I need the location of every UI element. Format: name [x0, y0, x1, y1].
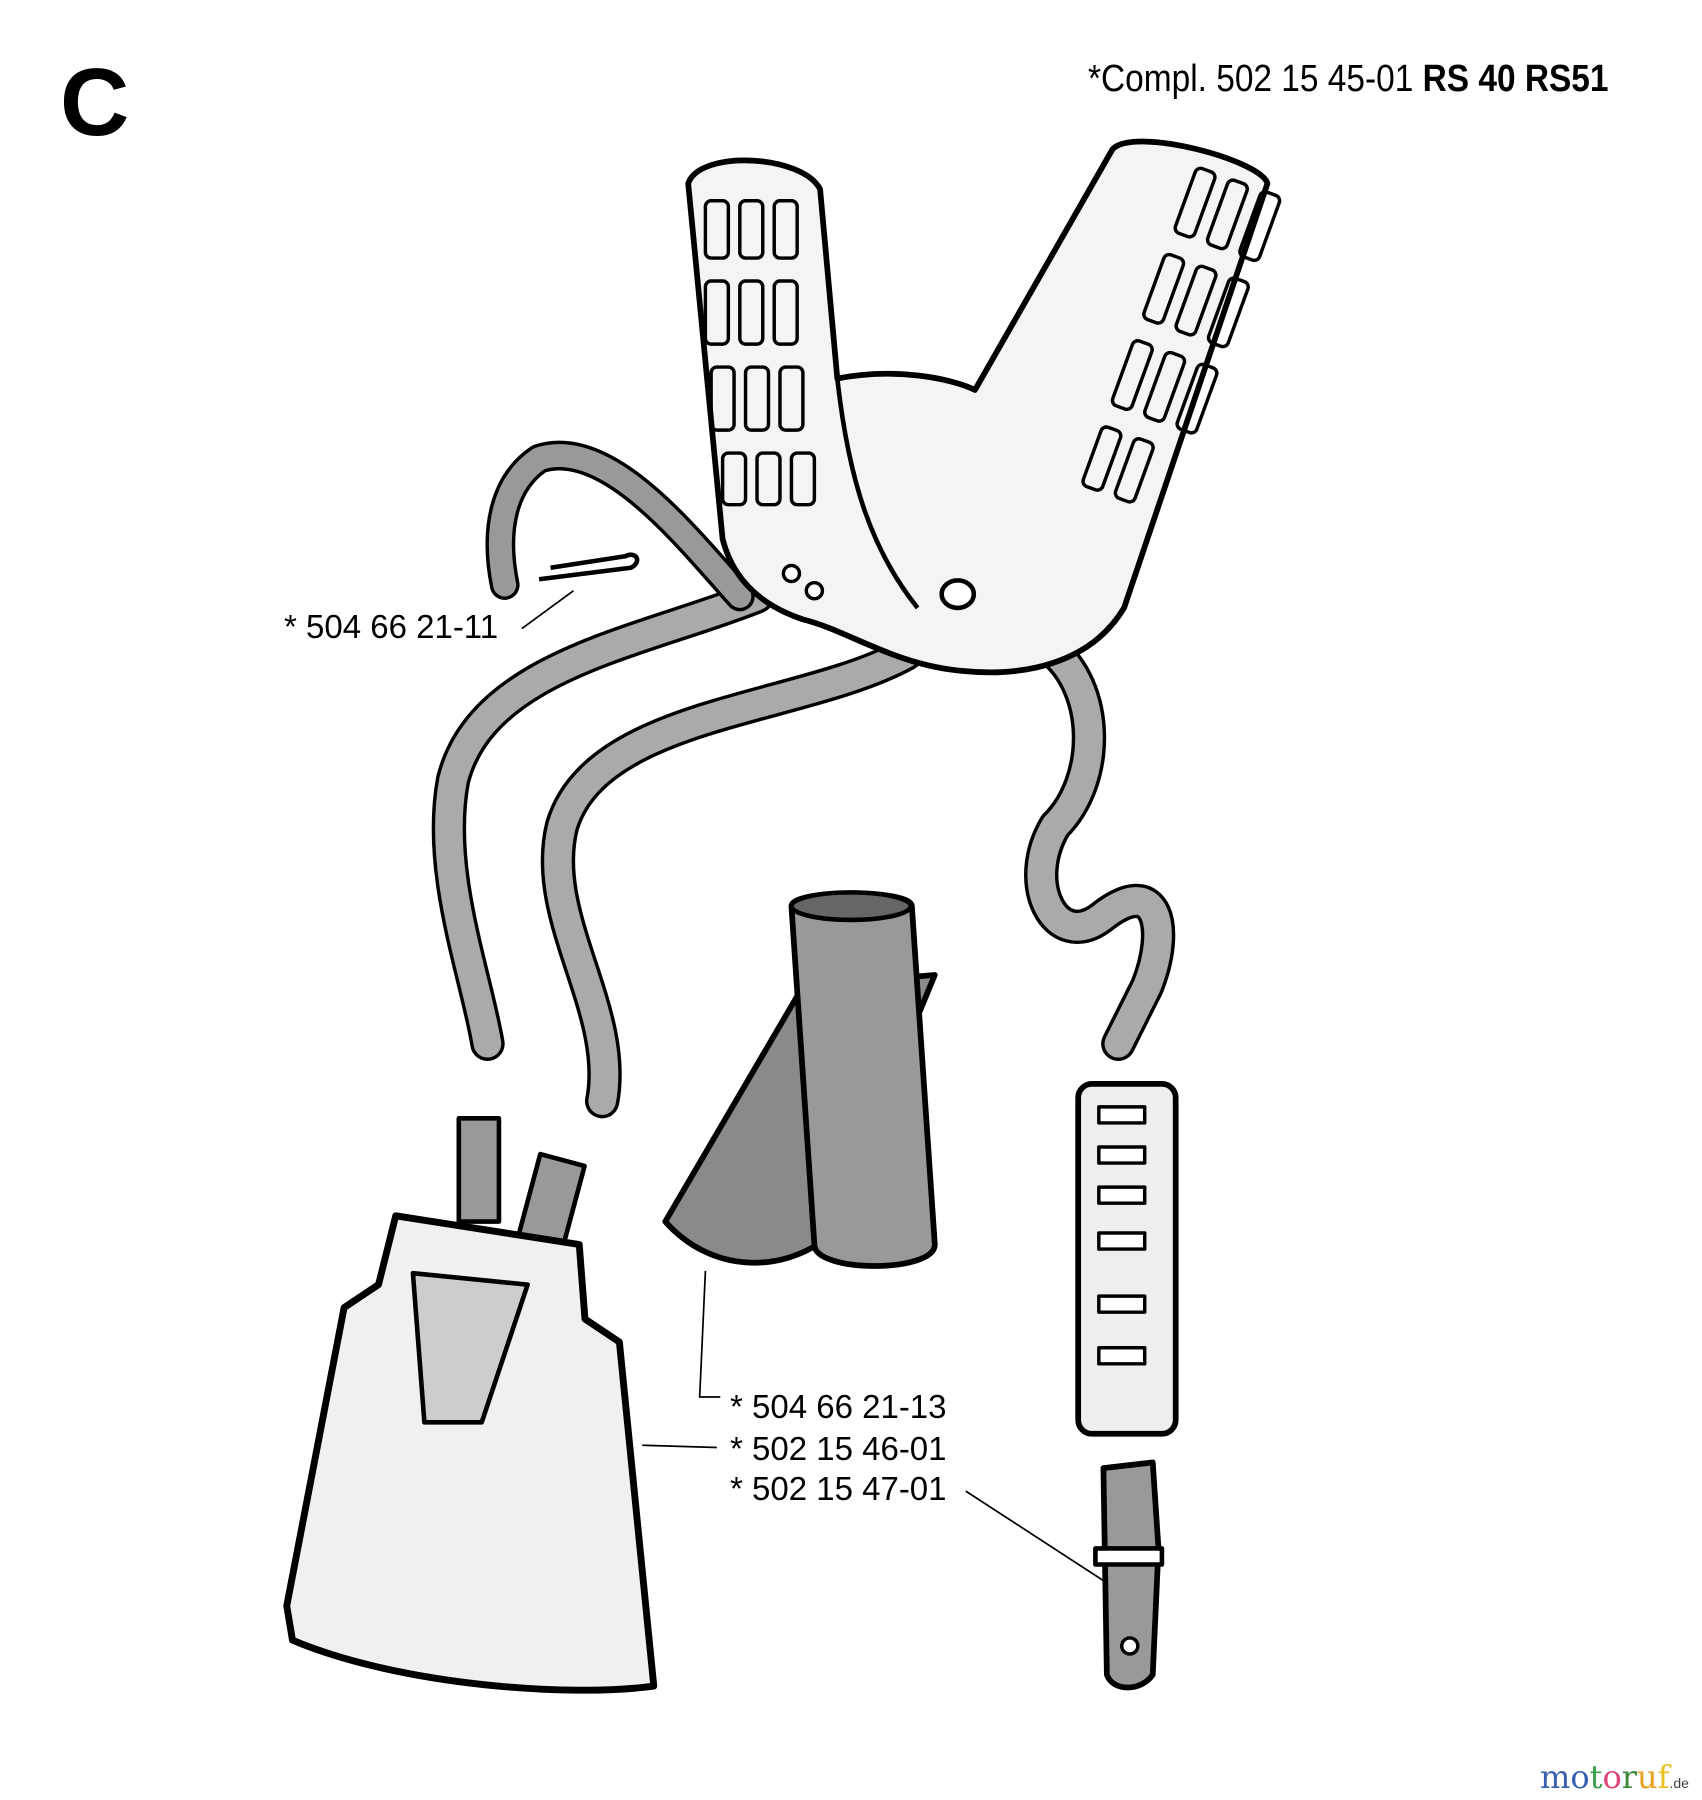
watermark-letter: o — [1602, 1758, 1622, 1796]
leader-lines — [521, 590, 1108, 1584]
watermark-suffix: .de — [1669, 1775, 1689, 1791]
model-names: RS 40 RS51 — [1422, 58, 1609, 100]
hip-plate — [283, 1116, 658, 1694]
watermark-letter: o — [1570, 1758, 1590, 1796]
assembly-part-number: *Compl. 502 15 45-01 — [1088, 58, 1414, 100]
shoulder-straps — [431, 440, 1176, 1119]
part-label-502-15-47-01: * 502 15 47-01 — [730, 1470, 947, 1507]
part-label-504-66-21-11: * 504 66 21-11 — [284, 608, 499, 645]
watermark-letter: r — [1621, 1758, 1638, 1796]
watermark-letter: f — [1657, 1758, 1670, 1796]
pin-clip — [538, 552, 640, 582]
part-label-502-15-46-01: * 502 15 46-01 — [730, 1430, 947, 1467]
shoulder-pad-assembly — [685, 138, 1282, 676]
strap-buckle — [1093, 1459, 1165, 1691]
watermark-logo: motoruf.de — [1540, 1758, 1689, 1796]
watermark-letter: m — [1540, 1758, 1571, 1796]
watermark-letter: t — [1589, 1758, 1603, 1796]
adjuster-plate — [1075, 1081, 1179, 1437]
part-label-504-66-21-13: * 504 66 21-13 — [730, 1388, 947, 1425]
section-letter: C — [60, 49, 130, 156]
strap-pads — [662, 890, 938, 1269]
assembly-label: *Compl. 502 15 45-01 RS 40 RS51 — [1088, 58, 1609, 101]
watermark-letter: u — [1637, 1758, 1658, 1796]
